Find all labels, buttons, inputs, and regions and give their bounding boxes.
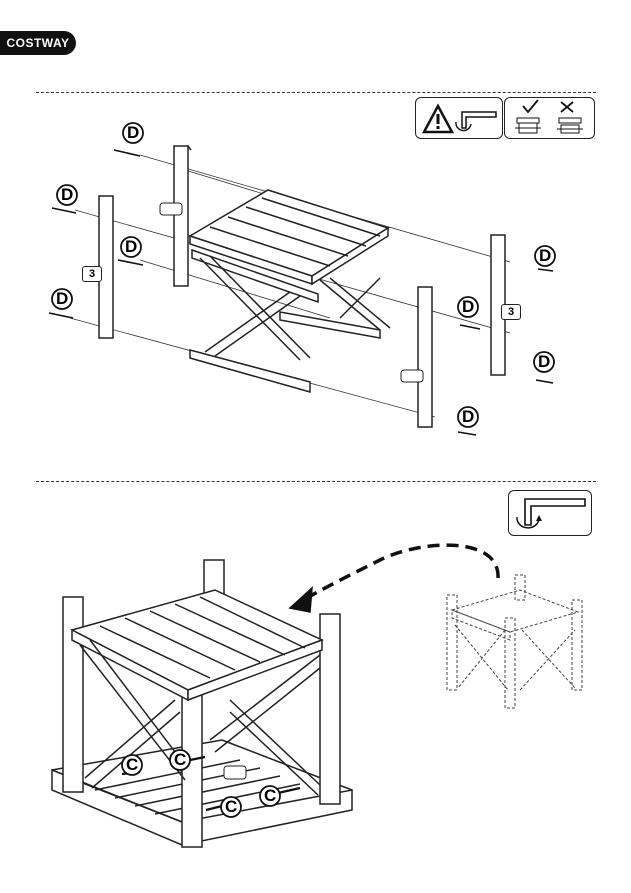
screw-letter-c-2: C	[174, 750, 186, 770]
screw-letter-c-4: C	[264, 786, 276, 806]
step1-result-ghost	[447, 575, 582, 708]
screw-letter-c-3: C	[225, 797, 237, 817]
screw-letter-c-1: C	[126, 755, 138, 775]
